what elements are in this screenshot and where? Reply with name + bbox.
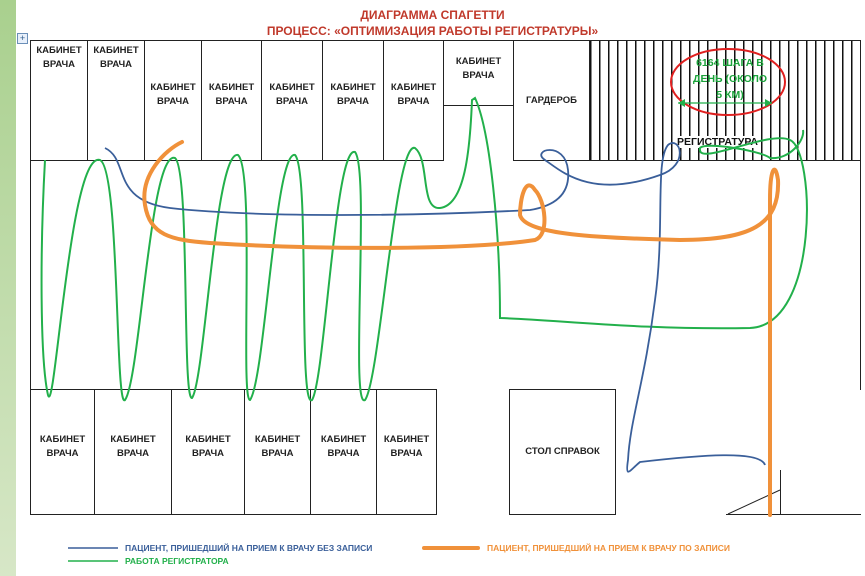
room-label-2: ВРАЧА bbox=[116, 448, 150, 459]
room-label-2: ВРАЧА bbox=[46, 448, 79, 459]
room-label-1: КАБИНЕТ bbox=[93, 45, 139, 56]
registry-label: РЕГИСТРАТУРА bbox=[675, 136, 760, 148]
info-desk: СТОЛ СПРАВОК bbox=[509, 389, 616, 515]
room-label-1: КАБИНЕТ bbox=[330, 82, 376, 93]
doctor-office-top-8: КАБИНЕТ ВРАЧА bbox=[443, 40, 514, 106]
steps-line-1: 6164 ШАГА В bbox=[696, 57, 764, 69]
door-swing-line bbox=[727, 489, 781, 515]
room-label-2: ВРАЧА bbox=[156, 96, 190, 107]
wardrobe-label: ГАРДЕРОБ bbox=[526, 94, 577, 106]
steps-highlight-ellipse bbox=[670, 48, 786, 116]
room-label-2: ВРАЧА bbox=[261, 448, 294, 459]
steps-line-2: ДЕНЬ (ОКОЛО bbox=[692, 73, 768, 85]
doctor-office-top-3: КАБИНЕТ ВРАЧА bbox=[144, 40, 202, 161]
doctor-office-top-4: КАБИНЕТ ВРАЧА bbox=[201, 40, 262, 161]
info-desk-label: СТОЛ СПРАВОК bbox=[525, 446, 600, 457]
doctor-office-top-2: КАБИНЕТ ВРАЧА bbox=[87, 40, 145, 161]
doctor-office-bottom-6: КАБИНЕТ ВРАЧА bbox=[376, 389, 437, 515]
doctor-office-bottom-5: КАБИНЕТ ВРАЧА bbox=[310, 389, 377, 515]
corridor bbox=[30, 160, 861, 390]
room-label-1: КАБИНЕТ bbox=[269, 82, 315, 93]
scheduled-patient-path bbox=[142, 140, 781, 517]
room-label-1: КАБИНЕТ bbox=[208, 82, 255, 93]
room-label-1: КАБИНЕТ bbox=[320, 434, 367, 445]
doctor-office-top-7: КАБИНЕТ ВРАЧА bbox=[383, 40, 444, 161]
room-label-1: КАБИНЕТ bbox=[185, 434, 231, 445]
diagram-title: ДИАГРАММА СПАГЕТТИ bbox=[360, 8, 505, 22]
left-margin-strip bbox=[0, 0, 16, 576]
room-label-2: ВРАЧА bbox=[215, 96, 248, 107]
doctor-office-bottom-2: КАБИНЕТ ВРАЧА bbox=[94, 389, 172, 515]
legend-registry-label: РАБОТА РЕГИСТРАТОРА bbox=[125, 556, 229, 566]
room-label-2: ВРАЧА bbox=[191, 448, 225, 459]
doctor-office-top-1: КАБИНЕТ ВРАЧА bbox=[30, 40, 88, 161]
room-label-2: ВРАЧА bbox=[390, 448, 423, 459]
room-label-1: КАБИНЕТ bbox=[390, 82, 437, 93]
expand-icon[interactable]: + bbox=[17, 33, 28, 44]
room-label-2: ВРАЧА bbox=[327, 448, 360, 459]
steps-arrow-left-head bbox=[678, 99, 685, 107]
steps-line-3: 5 КМ) bbox=[716, 89, 744, 101]
legend-walkin-label: ПАЦИЕНТ, ПРИШЕДШИЙ НА ПРИЕМ К ВРАЧУ БЕЗ … bbox=[125, 543, 373, 553]
legend-scheduled-label: ПАЦИЕНТ, ПРИШЕДШИЙ НА ПРИЕМ К ВРАЧУ ПО З… bbox=[487, 543, 730, 553]
room-label-1: КАБИНЕТ bbox=[110, 434, 156, 445]
room-label-2: ВРАЧА bbox=[462, 70, 495, 81]
room-label-1: КАБИНЕТ bbox=[254, 434, 301, 445]
doctor-office-bottom-3: КАБИНЕТ ВРАЧА bbox=[171, 389, 245, 515]
room-label-2: ВРАЧА bbox=[275, 96, 309, 107]
room-label-1: КАБИНЕТ bbox=[383, 434, 430, 445]
room-label-1: КАБИНЕТ bbox=[39, 434, 86, 445]
doctor-office-bottom-4: КАБИНЕТ ВРАЧА bbox=[244, 389, 311, 515]
room-label-1: КАБИНЕТ bbox=[455, 56, 502, 67]
room-label-1: КАБИНЕТ bbox=[150, 82, 196, 93]
walkin-patient-path bbox=[104, 142, 766, 473]
room-label-2: ВРАЧА bbox=[397, 96, 430, 107]
bottom-right-wall bbox=[726, 514, 861, 515]
doctor-office-bottom-1: КАБИНЕТ ВРАЧА bbox=[30, 389, 95, 515]
steps-arrow-right-head bbox=[765, 99, 772, 107]
steps-per-day-note: 6164 ШАГА В ДЕНЬ (ОКОЛО 5 КМ) bbox=[678, 55, 782, 103]
room-label-1: КАБИНЕТ bbox=[36, 45, 82, 56]
entrance-door bbox=[780, 470, 781, 515]
room-label-2: ВРАЧА bbox=[42, 59, 76, 70]
process-subtitle: ПРОЦЕСС: «ОПТИМИЗАЦИЯ РАБОТЫ РЕГИСТРАТУР… bbox=[266, 24, 599, 38]
doctor-office-top-6: КАБИНЕТ ВРАЧА bbox=[322, 40, 384, 161]
room-label-2: ВРАЧА bbox=[336, 96, 370, 107]
room-label-2: ВРАЧА bbox=[99, 59, 133, 70]
registry-work-path bbox=[40, 96, 808, 402]
